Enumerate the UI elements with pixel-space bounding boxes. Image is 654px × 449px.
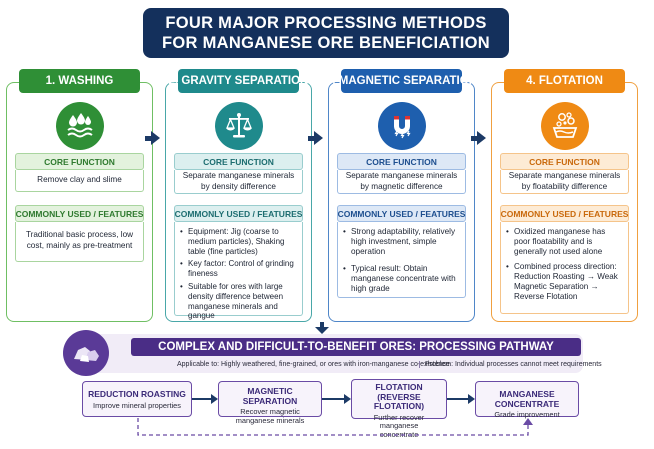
magnetic-core-label: CORE FUNCTION	[337, 153, 466, 170]
down-arrow-icon	[315, 322, 329, 334]
magnetic-header: 3. MAGNETIC SEPARATION	[326, 69, 477, 93]
flotation-header: 4. FLOTATION	[504, 69, 625, 93]
gravity-feature-3: Suitable for ores with large density dif…	[180, 282, 297, 321]
magnetic-features-box: Strong adaptability, relatively high inv…	[337, 222, 466, 298]
pathway-problem: Problem: Individual processes cannot mee…	[419, 361, 602, 368]
flotation-core-label: CORE FUNCTION	[500, 153, 629, 170]
washing-core-label: CORE FUNCTION	[15, 153, 144, 170]
step-arrow-3	[447, 394, 475, 404]
flotation-card: 4. FLOTATION CORE FUNCTION Separate mang…	[491, 69, 638, 322]
step-1-title: REDUCTION ROASTING	[88, 389, 186, 399]
gravity-features-label: COMMONLY USED / FEATURES	[174, 205, 303, 222]
flotation-core-text: Separate manganese minerals by floatabil…	[500, 170, 629, 194]
magnetic-features-label: COMMONLY USED / FEATURES	[337, 205, 466, 222]
pathway-panel: COMPLEX AND DIFFICULT-TO-BENEFIT ORES: P…	[63, 334, 602, 373]
main-title: FOUR MAJOR PROCESSING METHODS FOR MANGAN…	[143, 8, 509, 58]
washing-card: 1. WASHING CORE FUNCTION Remove clay and…	[6, 69, 153, 322]
flow-arrow-3	[471, 131, 486, 145]
magnetic-feature-2: Typical result: Obtain manganese concent…	[343, 264, 460, 295]
step-arrow-2	[322, 394, 351, 404]
pathway-applicable: Applicable to: Highly weathered, fine-gr…	[177, 361, 450, 368]
gravity-features-box: Equipment: Jig (coarse to medium particl…	[174, 222, 303, 320]
gravity-feature-1: Equipment: Jig (coarse to medium particl…	[180, 227, 297, 256]
gravity-core-label: CORE FUNCTION	[174, 153, 303, 170]
title-line-1: FOUR MAJOR PROCESSING METHODS	[165, 14, 487, 32]
pathway-subtitle: Applicable to: Highly weathered, fine-gr…	[119, 358, 602, 371]
pathway-title: COMPLEX AND DIFFICULT-TO-BENEFIT ORES: P…	[131, 338, 581, 356]
step-4-desc: Grade improvement	[494, 410, 560, 419]
step-3-title: FLOTATION (REVERSE FLOTATION)	[373, 382, 425, 411]
gravity-core-text: Separate manganese minerals by density d…	[174, 170, 303, 194]
gravity-feature-2: Key factor: Control of grinding fineness	[180, 259, 297, 279]
step-magnetic-separation: MAGNETIC SEPARATION Recover magnetic man…	[218, 381, 322, 424]
gravity-card: 2. GRAVITY SEPARATION CORE FUNCTION Sepa…	[165, 69, 312, 322]
step-flotation: FLOTATION (REVERSE FLOTATION) Further re…	[351, 379, 447, 438]
magnetic-card: 3. MAGNETIC SEPARATION CORE FUNCTION Sep…	[326, 69, 477, 322]
washing-core-text: Remove clay and slime	[15, 170, 144, 192]
flotation-feature-1: Oxidized manganese has poor floatability…	[506, 227, 623, 257]
step-2-desc: Recover magnetic manganese minerals	[235, 407, 305, 425]
flow-arrow-1	[145, 131, 160, 145]
flotation-features-box: Oxidized manganese has poor floatability…	[500, 222, 629, 314]
flotation-bubbles-icon	[540, 102, 589, 150]
washing-features-label: COMMONLY USED / FEATURES	[15, 205, 144, 222]
flotation-features-label: COMMONLY USED / FEATURES	[500, 205, 629, 222]
dashed-bypass-line	[137, 418, 533, 436]
washing-features-text: Traditional basic process, low cost, mai…	[15, 222, 144, 262]
step-1-desc: Improve mineral properties	[93, 400, 181, 410]
flow-arrow-2	[308, 131, 323, 145]
title-line-2: FOR MANGANESE ORE BENEFICIATION	[161, 34, 490, 52]
water-drops-icon	[55, 102, 104, 150]
magnetic-feature-1: Strong adaptability, relatively high inv…	[343, 227, 460, 258]
ore-rocks-icon	[63, 330, 109, 376]
step-arrow-1	[192, 394, 218, 404]
gravity-header: 2. GRAVITY SEPARATION	[169, 69, 308, 93]
washing-header: 1. WASHING	[19, 69, 140, 93]
magnet-icon	[377, 102, 426, 150]
step-reduction-roasting: REDUCTION ROASTING Improve mineral prope…	[82, 381, 192, 417]
step-4-title: MANGANESE CONCENTRATE	[494, 389, 560, 409]
step-3-desc: Further recover manganese concentrate	[373, 412, 425, 439]
balance-scale-icon	[214, 102, 263, 150]
flotation-feature-2: Combined process direction: Reduction Ro…	[506, 262, 623, 302]
step-2-title: MAGNETIC SEPARATION	[242, 386, 298, 406]
magnetic-core-text: Separate manganese minerals by magnetic …	[337, 170, 466, 194]
step-manganese-concentrate: MANGANESE CONCENTRATE Grade improvement	[475, 381, 579, 419]
